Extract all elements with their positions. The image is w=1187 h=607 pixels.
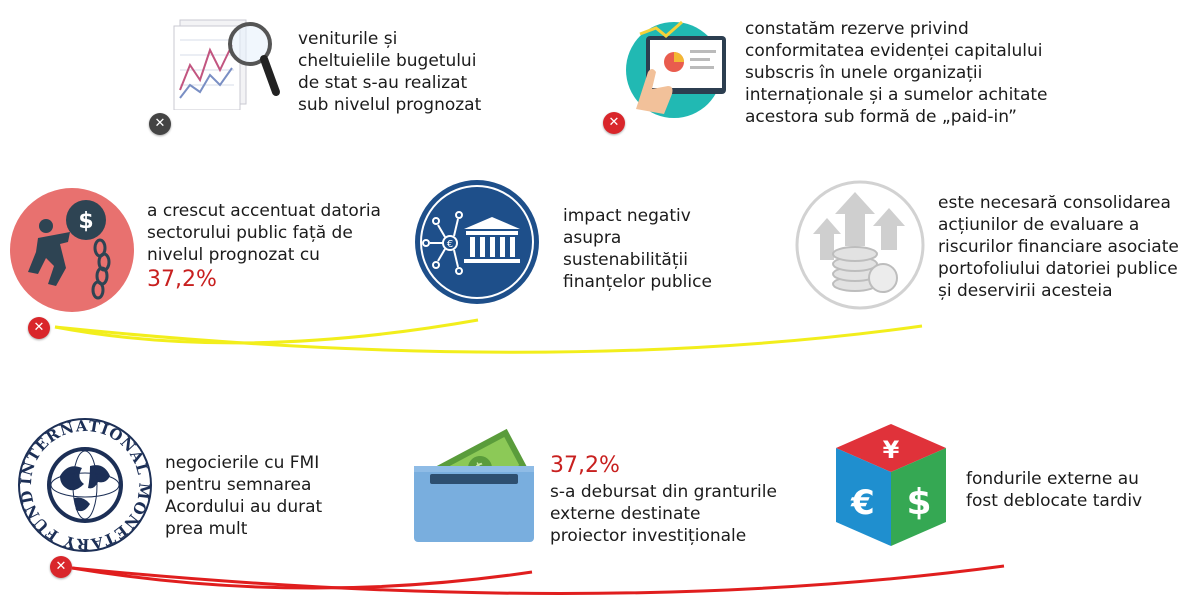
bank-network-icon: €: [414, 179, 540, 305]
yellow-connector-lines: [54, 318, 923, 354]
currency-cube-icon: ¥ € $: [826, 418, 956, 553]
close-icon[interactable]: ✕: [28, 317, 50, 339]
magnifier-chart-icon: [172, 10, 282, 110]
imf-seal-icon: INTERNATIONAL MONETARY FUND: [18, 418, 152, 552]
svg-text:$: $: [78, 209, 93, 234]
money-box-icon: $: [410, 418, 540, 548]
grants-text: s-a debursat din granturile externe dest…: [550, 482, 777, 546]
capital-text: constatăm rezerve privind conformitatea …: [745, 19, 1048, 127]
close-icon[interactable]: ✕: [603, 112, 625, 134]
risk-text: este necesară consolidarea acțiunilor de…: [938, 193, 1179, 301]
grants-highlight: 37,2%: [550, 453, 620, 478]
debt-text: a crescut accentuat datoria sectorului p…: [147, 201, 381, 265]
svg-text:¥: ¥: [883, 436, 900, 464]
impact-text: impact negativ asupra sustenabilității f…: [563, 206, 712, 292]
svg-text:€: €: [850, 483, 875, 523]
red-connector-lines: [71, 564, 1005, 596]
imf-text: negocierile cu FMI pentru semnarea Acord…: [165, 453, 323, 539]
close-icon[interactable]: ✕: [50, 556, 72, 578]
close-icon[interactable]: ✕: [149, 113, 171, 135]
funds-text: fondurile externe au fost deblocate tard…: [966, 469, 1143, 511]
debt-ball-chain-icon: $: [8, 186, 136, 314]
tablet-chart-icon: [616, 14, 736, 124]
debt-highlight: 37,2%: [147, 267, 217, 292]
svg-text:€: €: [447, 239, 453, 250]
svg-text:$: $: [906, 482, 931, 523]
coins-arrows-icon: [795, 180, 925, 310]
budget-text: veniturile și cheltuielile bugetului de …: [298, 29, 482, 115]
